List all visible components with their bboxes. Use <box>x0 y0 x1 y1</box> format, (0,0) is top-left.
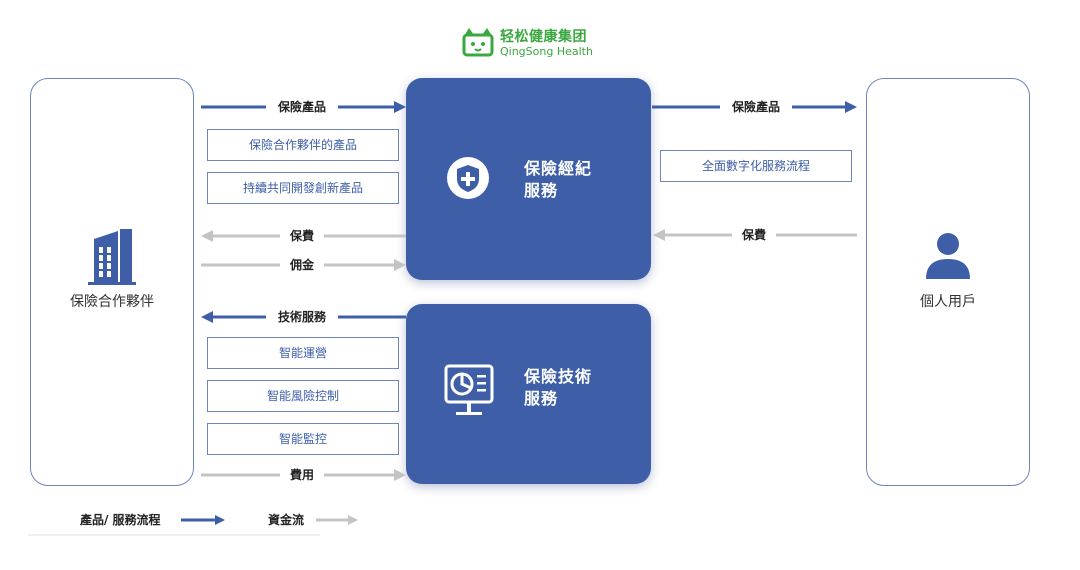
flow-label-fee: 費用 <box>280 467 324 483</box>
cat-logo-icon <box>462 28 494 57</box>
smart-risk-control-box: 智能風險控制 <box>207 380 399 412</box>
partner-label: 保險合作夥伴 <box>70 294 154 310</box>
flow-label-tech-service: 技術服務 <box>266 309 338 325</box>
partner-products-box: 保險合作夥伴的產品 <box>207 129 399 161</box>
building-icon <box>88 229 136 285</box>
qingsong-logo: 轻松健康集团 QingSong Health <box>462 24 593 64</box>
tech-title-line1: 保險技術 <box>524 367 593 386</box>
tech-title: 保險技術 服務 <box>524 366 592 410</box>
smart-ops-box: 智能運營 <box>207 337 399 369</box>
legend-product-label: 產品/ 服務流程 <box>80 513 161 527</box>
flow-label-product-left: 保險產品 <box>266 99 338 115</box>
legend-fund-arrow <box>316 515 358 525</box>
insurance-brokerage-box: 保險經紀 服務 <box>406 78 651 280</box>
shield-plus-icon <box>447 157 489 199</box>
flow-label-premium-left: 保費 <box>280 228 324 244</box>
brokerage-title-line1: 保險經紀 <box>524 159 593 178</box>
person-icon <box>926 233 970 279</box>
brokerage-title: 保險經紀 服務 <box>524 158 592 202</box>
flow-label-premium-right: 保費 <box>732 227 776 243</box>
flow-label-product-right: 保險產品 <box>720 99 792 115</box>
logo-name-en: QingSong Health <box>500 45 593 58</box>
flow-label-commission: 佣金 <box>280 257 324 273</box>
logo-name-cn: 轻松健康集团 <box>500 29 587 45</box>
tech-title-line2: 服務 <box>524 389 559 408</box>
smart-monitoring-box: 智能監控 <box>207 423 399 455</box>
digital-service-box: 全面數字化服務流程 <box>660 150 852 182</box>
insurance-tech-box: 保險技術 服務 <box>406 304 651 484</box>
insurance-partner-box: 保險合作夥伴 <box>30 78 194 486</box>
individual-user-box: 個人用戶 <box>866 78 1030 486</box>
user-label: 個人用戶 <box>920 294 976 310</box>
legend-fund-label: 資金流 <box>268 513 305 527</box>
brokerage-title-line2: 服務 <box>524 181 559 200</box>
legend-product-arrow <box>181 515 225 525</box>
monitor-chart-icon <box>444 364 494 415</box>
co-develop-products-box: 持續共同開發創新產品 <box>207 172 399 204</box>
